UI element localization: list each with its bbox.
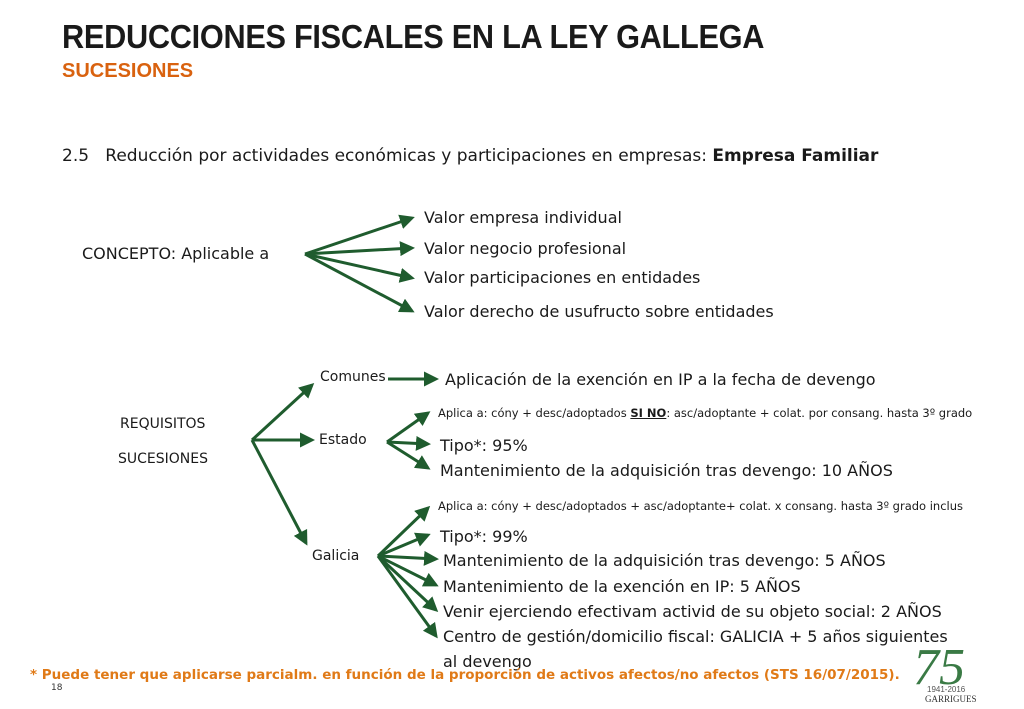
concepto-item: Valor empresa individual xyxy=(424,208,622,227)
arrow-req-comunes xyxy=(250,382,315,442)
arrow-concepto-4 xyxy=(304,252,415,313)
concepto-item: Valor negocio profesional xyxy=(424,239,627,258)
requisitos-label-2: SUCESIONES xyxy=(118,451,208,467)
slide-title: REDUCCIONES FISCALES EN LA LEY GALLEGA xyxy=(62,18,765,55)
logo-brand: GARRIGUES xyxy=(925,694,977,704)
arrow-concepto-2 xyxy=(304,241,415,257)
galicia-item: Mantenimiento de la adquisición tras dev… xyxy=(443,551,886,570)
section-number: 2.5 xyxy=(62,146,90,166)
section-highlight: Empresa Familiar xyxy=(712,146,879,166)
concepto-label: CONCEPTO: Aplicable a xyxy=(82,244,270,263)
slide-subtitle: SUCESIONES xyxy=(62,60,194,82)
logo-number: 75 xyxy=(913,640,965,696)
estado-aplica-suffix: : asc/adoptante + colat. por consang. ha… xyxy=(666,406,973,420)
galicia-item: Mantenimiento de la exención en IP: 5 AÑ… xyxy=(443,577,801,596)
estado-aplica: Aplica a: cóny + desc/adoptados SI NO: a… xyxy=(438,406,972,420)
arrow-req-galicia xyxy=(250,439,308,546)
requisitos-label: REQUISITOS xyxy=(120,416,206,432)
estado-aplica-prefix: Aplica a: cóny + desc/adoptados xyxy=(438,406,631,420)
galicia-item: Venir ejerciendo efectivam activid de su… xyxy=(443,602,942,621)
section-heading: 2.5 Reducción por actividades económicas… xyxy=(62,146,878,166)
comunes-item: Aplicación de la exención en IP a la fec… xyxy=(445,370,876,389)
garrigues-75-logo: 75 1941-2016 GARRIGUES xyxy=(913,640,977,704)
estado-mantenimiento: Mantenimiento de la adquisición tras dev… xyxy=(440,461,893,480)
arrow-galicia-3 xyxy=(376,554,439,613)
arrow-estado-aplica xyxy=(386,411,431,444)
galicia-aplica: Aplica a: cóny + desc/adoptados + asc/ad… xyxy=(438,499,964,513)
galicia-item: al devengo xyxy=(443,652,532,671)
footnote: * Puede tener que aplicarse parcialm. en… xyxy=(30,667,900,683)
concepto-item: Valor derecho de usufructo sobre entidad… xyxy=(424,302,774,321)
comunes-label: Comunes xyxy=(320,369,386,385)
arrow-galicia-tipo xyxy=(377,532,431,558)
concepto-item: Valor participaciones en entidades xyxy=(424,268,701,287)
arrow-galicia-aplica xyxy=(376,505,431,558)
galicia-item: Centro de gestión/domicilio fiscal: GALI… xyxy=(443,627,948,646)
arrow-galicia-1 xyxy=(377,550,439,566)
arrow-estado-tipo xyxy=(386,435,431,451)
logo-years: 1941-2016 xyxy=(927,685,966,694)
arrow-concepto-3 xyxy=(304,252,415,283)
estado-tipo: Tipo*: 95% xyxy=(440,436,528,455)
arrow-galicia-4 xyxy=(376,555,438,639)
arrow-concepto-1 xyxy=(304,214,415,256)
galicia-label: Galicia xyxy=(312,548,360,564)
page-number: 18 xyxy=(51,683,63,693)
arrow-estado-mant xyxy=(386,440,431,470)
arrow-galicia-2 xyxy=(377,554,439,587)
section-text: Reducción por actividades económicas y p… xyxy=(105,146,713,166)
estado-label: Estado xyxy=(319,432,367,448)
estado-aplica-emph: SI NO xyxy=(630,406,667,420)
galicia-tipo: Tipo*: 99% xyxy=(440,527,528,546)
